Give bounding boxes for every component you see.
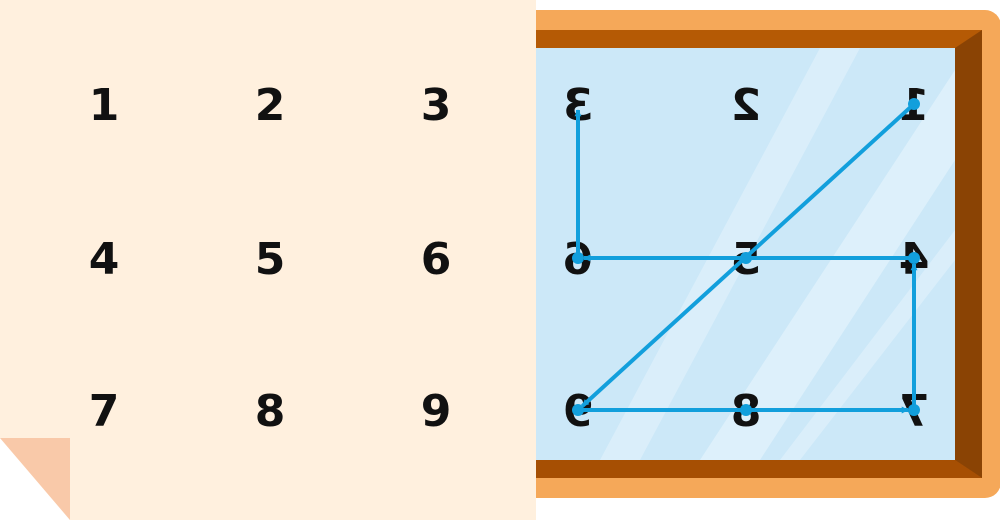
path-node-4 [908,252,920,264]
glass-streaks [600,48,955,460]
path-node-5 [740,252,752,264]
paper-number-9: 9 [421,386,452,437]
paper-number-8: 8 [255,386,286,437]
paper-number-2: 2 [255,80,286,131]
paper-number-1: 1 [89,80,120,131]
mirror-number-2: 2 [731,80,762,131]
glass-streak [700,70,955,460]
paper-number-6: 6 [421,234,452,285]
reflection-path [572,98,920,416]
paper-number-7: 7 [89,386,120,437]
paper-number-grid: 1 2 3 4 5 6 7 8 9 [89,80,452,437]
paper-number-3: 3 [421,80,452,131]
paper-fold [0,438,70,520]
path-node-6 [572,252,584,264]
glass-streak [780,230,955,460]
paper-sheet [0,0,536,520]
path-node-8 [740,404,752,416]
path-node-1 [908,98,920,110]
paper-number-5: 5 [255,234,286,285]
mirror [515,10,1000,498]
path-node-7 [908,404,920,416]
paper-body [0,0,536,520]
mirror-frame-bottom-shade [532,460,982,478]
mirror-frame-shadow [955,30,982,478]
paper-number-4: 4 [89,234,120,285]
path-node-9 [572,404,584,416]
glass-streak [600,48,860,460]
